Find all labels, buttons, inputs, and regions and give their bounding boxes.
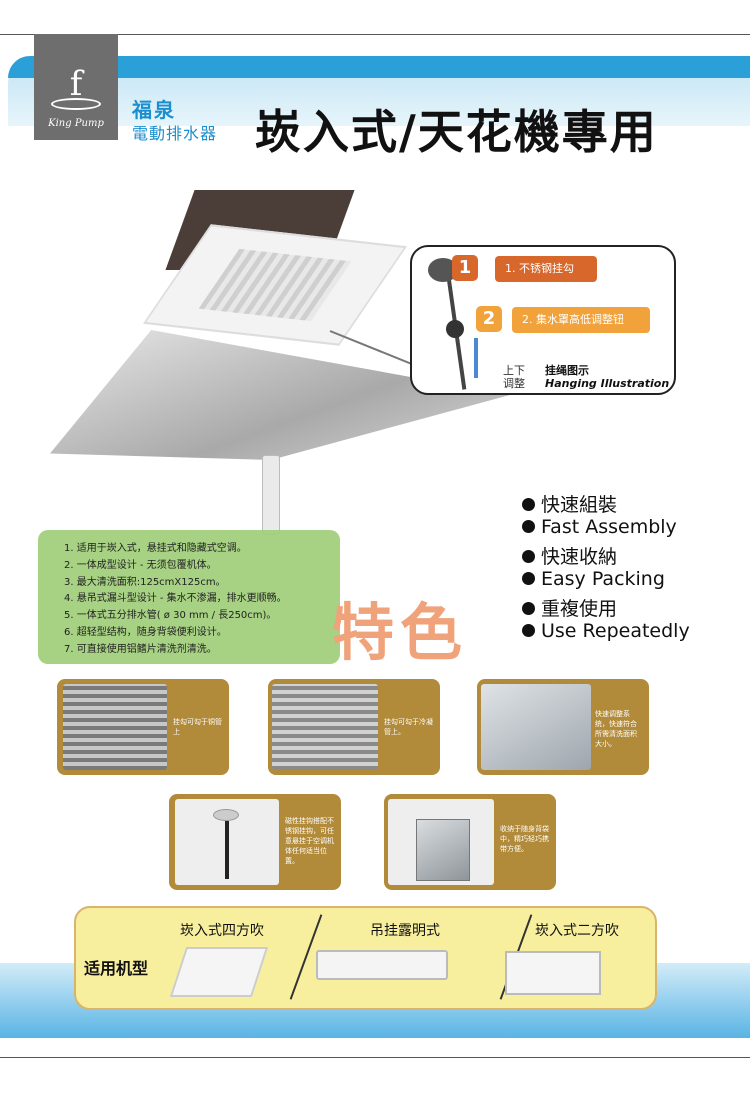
model-name: 崁入式二方吹 bbox=[535, 923, 619, 939]
spec-item: 7. 可直接使用铝鳍片清洗剂清洗。 bbox=[64, 643, 217, 655]
magnetic-hook-photo bbox=[175, 799, 279, 885]
page-title: 崁入式/天花機專用 bbox=[255, 105, 658, 159]
spec-item: 2. 一体成型设计 - 无须包覆机体。 bbox=[64, 559, 217, 571]
up-down-arrow-icon bbox=[474, 338, 478, 378]
brand-logo: f King Pump bbox=[34, 34, 118, 140]
bullet-icon bbox=[522, 624, 535, 637]
spec-item: 4. 悬吊式漏斗型设计 - 集水不渗漏，排水更顺畅。 bbox=[64, 593, 287, 605]
bullet-icon bbox=[522, 550, 535, 563]
feature-item: 重複使用 bbox=[522, 594, 617, 621]
feature-item: 快速收納 bbox=[522, 542, 617, 569]
model-name: 崁入式四方吹 bbox=[180, 923, 264, 939]
highlight-heading: 特色 bbox=[332, 596, 469, 669]
feature-card: 快速调整系统，快速符合所需清洗面积大小。 bbox=[477, 679, 649, 775]
bullet-icon bbox=[522, 498, 535, 511]
feature-card: 挂勾可勾于铜管上 bbox=[57, 679, 229, 775]
spec-item: 5. 一体式五分排水管( ø 30 mm / 長250cm)。 bbox=[64, 610, 277, 622]
top-divider bbox=[0, 34, 750, 35]
adjust-label: 上下调整 bbox=[503, 364, 525, 390]
card-text: 磁性挂钩搭配不锈钢挂钩，可任意悬挂于空调机体任何适当位置。 bbox=[285, 817, 334, 865]
feature-item: Easy Packing bbox=[522, 568, 665, 590]
feature-card: 磁性挂钩搭配不锈钢挂钩，可任意悬挂于空调机体任何适当位置。 bbox=[169, 794, 341, 890]
ceiling-suspended-image bbox=[316, 950, 448, 980]
header-band-accent bbox=[8, 56, 750, 78]
drain-pipe-image bbox=[262, 455, 280, 535]
bullet-icon bbox=[522, 520, 535, 533]
feature-item: Use Repeatedly bbox=[522, 620, 690, 642]
models-label: 适用机型 bbox=[84, 959, 149, 978]
bullet-icon bbox=[522, 572, 535, 585]
brand-name: 福泉 bbox=[132, 98, 176, 122]
feature-item: 快速組裝 bbox=[522, 490, 617, 517]
cassette-2way-image bbox=[505, 951, 601, 995]
feature-item: Fast Assembly bbox=[522, 516, 677, 538]
adjust-knob-icon bbox=[446, 320, 464, 338]
hanging-label-cn: 挂绳图示 bbox=[545, 364, 589, 377]
feature-card: 挂勾可勾于冷凝管上。 bbox=[268, 679, 440, 775]
bullet-icon bbox=[522, 602, 535, 615]
step1-label: 1. 不锈钢挂勾 bbox=[495, 256, 597, 282]
spec-item: 6. 超轻型结构，随身背袋便利设计。 bbox=[64, 626, 227, 638]
hanging-label-en: Hanging Illustration bbox=[545, 377, 670, 390]
faucet-icon: f bbox=[69, 64, 83, 104]
spec-item: 1. 适用于崁入式，悬挂式和隐藏式空调。 bbox=[64, 543, 247, 554]
step2-label: 2. 集水罩高低调整钮 bbox=[512, 307, 650, 333]
feature-card: 收纳于随身背袋中，精巧轻巧携带方便。 bbox=[384, 794, 556, 890]
step1-badge: 1 bbox=[452, 255, 478, 281]
spec-box bbox=[38, 530, 340, 664]
card-text: 快速调整系统，快速符合所需清洗面积大小。 bbox=[595, 710, 637, 748]
spec-item: 3. 最大清洗面积:125cmX125cm。 bbox=[64, 576, 226, 588]
cassette-4way-image bbox=[169, 947, 269, 997]
bottom-divider bbox=[0, 1057, 750, 1058]
adjust-system-photo bbox=[481, 684, 591, 770]
brand-subtitle: 電動排水器 bbox=[132, 124, 218, 143]
step2-badge: 2 bbox=[476, 306, 502, 332]
condenser-pipe-photo bbox=[272, 684, 378, 770]
logo-text: King Pump bbox=[48, 118, 104, 129]
card-text: 挂勾可勾于铜管上 bbox=[173, 718, 222, 736]
card-text: 挂勾可勾于冷凝管上。 bbox=[384, 718, 433, 736]
model-name: 吊挂露明式 bbox=[370, 923, 440, 939]
card-text: 收纳于随身背袋中，精巧轻巧携带方便。 bbox=[500, 825, 549, 853]
carry-bag-photo bbox=[388, 799, 494, 885]
copper-pipe-photo bbox=[63, 684, 167, 770]
spec-list: 1. 适用于崁入式，悬挂式和隐藏式空调。 2. 一体成型设计 - 无须包覆机体。… bbox=[64, 541, 287, 659]
